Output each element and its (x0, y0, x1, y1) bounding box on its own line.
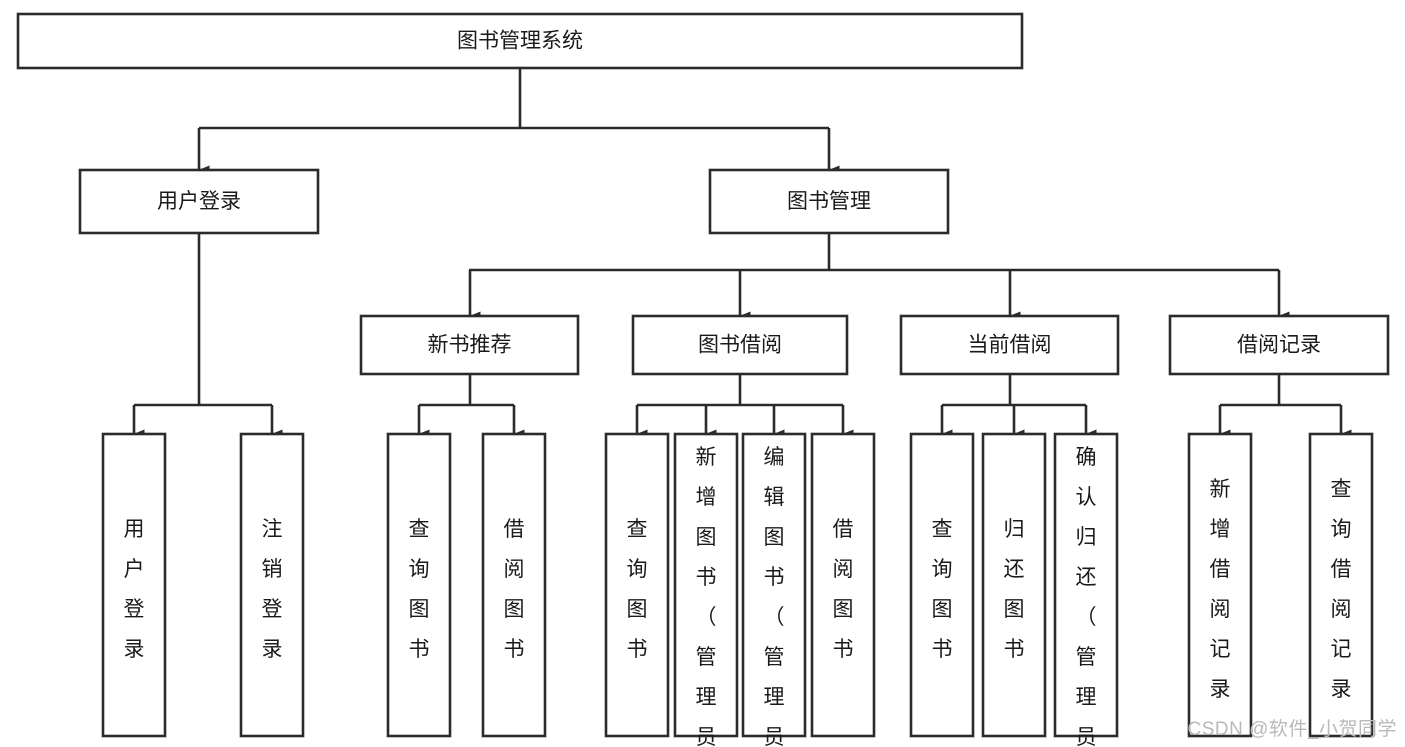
node-leaf-9[interactable]: 归还图书 (981, 432, 1047, 738)
node-label: 借阅图书 (833, 518, 854, 661)
node-label: 图书借阅 (698, 334, 782, 357)
node-leaf-8[interactable]: 查询图书 (909, 432, 975, 738)
node-box[interactable] (101, 432, 167, 738)
node-label: 图书管理 (787, 190, 871, 213)
node-box[interactable] (239, 432, 305, 738)
node-box[interactable] (1053, 432, 1119, 738)
node-label: 新书推荐 (428, 334, 512, 357)
node-box[interactable] (16, 12, 1024, 70)
node-label: 新增图书（管理员） (696, 446, 717, 747)
node-label: 编辑图书（管理员） (764, 446, 785, 747)
node-leaf-0[interactable]: 用户登录 (101, 432, 167, 738)
node-leaf-4[interactable]: 查询图书 (604, 432, 670, 738)
node-label: 归还图书 (1004, 518, 1025, 661)
node-box[interactable] (1168, 314, 1390, 376)
csdn-watermark: CSDN @软件_小贺同学 (1187, 719, 1397, 740)
node-box[interactable] (631, 314, 849, 376)
node-label: 注销登录 (262, 518, 283, 661)
node-leaf-11[interactable]: 新增借阅记录 (1187, 432, 1253, 738)
node-level2-1[interactable]: 图书管理 (708, 168, 950, 235)
node-box[interactable] (1308, 432, 1374, 738)
connector-layer (132, 68, 1352, 439)
node-label: 查询图书 (627, 518, 648, 661)
node-box[interactable] (899, 314, 1120, 376)
node-box[interactable] (981, 432, 1047, 738)
node-label: 查询图书 (409, 518, 430, 661)
node-layer: 图书管理系统用户登录图书管理新书推荐图书借阅当前借阅借阅记录用户登录注销登录查询… (16, 12, 1390, 747)
node-box[interactable] (78, 168, 320, 235)
node-box[interactable] (604, 432, 670, 738)
node-label: 当前借阅 (968, 334, 1052, 357)
node-root-system[interactable]: 图书管理系统 (16, 12, 1024, 70)
node-label: 借阅图书 (504, 518, 525, 661)
node-box[interactable] (386, 432, 452, 738)
node-leaf-2[interactable]: 查询图书 (386, 432, 452, 738)
node-label: 查询借阅记录 (1331, 478, 1352, 701)
node-label: 图书管理系统 (457, 30, 583, 53)
node-level3-3[interactable]: 借阅记录 (1168, 314, 1390, 376)
node-leaf-3[interactable]: 借阅图书 (481, 432, 547, 738)
node-box[interactable] (359, 314, 580, 376)
node-leaf-7[interactable]: 借阅图书 (810, 432, 876, 738)
node-level3-0[interactable]: 新书推荐 (359, 314, 580, 376)
node-leaf-5[interactable]: 新增图书（管理员） (673, 432, 739, 747)
node-box[interactable] (481, 432, 547, 738)
node-leaf-10[interactable]: 确认归还（管理员） (1053, 432, 1119, 747)
node-leaf-6[interactable]: 编辑图书（管理员） (741, 432, 807, 747)
node-label: 确认归还（管理员） (1076, 446, 1097, 747)
node-leaf-12[interactable]: 查询借阅记录 (1308, 432, 1374, 738)
node-label: 新增借阅记录 (1210, 478, 1231, 701)
node-box[interactable] (708, 168, 950, 235)
node-level3-2[interactable]: 当前借阅 (899, 314, 1120, 376)
node-box[interactable] (909, 432, 975, 738)
node-box[interactable] (810, 432, 876, 738)
node-box[interactable] (741, 432, 807, 738)
node-box[interactable] (1187, 432, 1253, 738)
node-level3-1[interactable]: 图书借阅 (631, 314, 849, 376)
node-label: 查询图书 (932, 518, 953, 661)
node-label: 借阅记录 (1237, 334, 1321, 357)
node-label: 用户登录 (124, 518, 145, 661)
node-level2-0[interactable]: 用户登录 (78, 168, 320, 235)
node-leaf-1[interactable]: 注销登录 (239, 432, 305, 738)
node-box[interactable] (673, 432, 739, 738)
node-label: 用户登录 (157, 190, 241, 213)
